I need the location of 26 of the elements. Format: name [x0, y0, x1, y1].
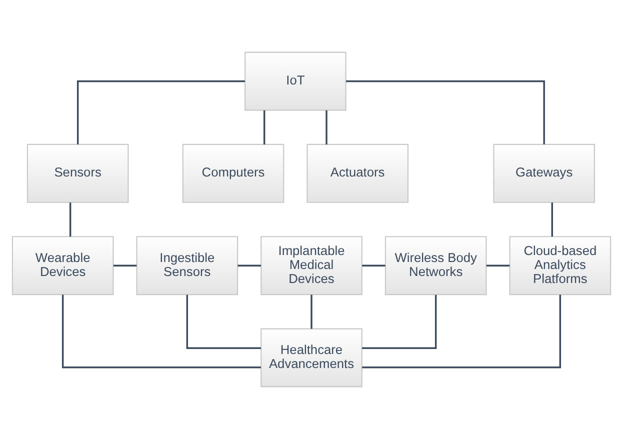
node-box: Actuators	[306, 144, 408, 203]
connector	[69, 202, 72, 237]
connector	[362, 294, 437, 349]
connector	[310, 294, 312, 329]
node-box: IoT	[244, 52, 346, 111]
connector	[113, 264, 137, 266]
node-box: Computers	[182, 144, 284, 203]
connector	[326, 110, 328, 144]
connector	[362, 264, 386, 266]
connector	[263, 110, 266, 144]
connector	[551, 202, 553, 237]
node-box: Implantable Medical Devices	[260, 236, 362, 296]
connector	[76, 80, 245, 144]
node-box: Wireless Body Networks	[384, 236, 487, 296]
connector	[362, 294, 562, 368]
node-box: Gateways	[493, 144, 595, 203]
node-box: Healthcare Advancements	[260, 328, 362, 388]
connector	[62, 294, 261, 368]
connector	[346, 80, 545, 144]
connector	[186, 294, 261, 349]
connector	[486, 264, 510, 266]
node-box: Wearable Devices	[12, 236, 114, 296]
node-box: Sensors	[26, 144, 129, 203]
node-box: Ingestible Sensors	[136, 236, 238, 296]
connector	[238, 264, 261, 266]
node-box: Cloud-based Analytics Platforms	[509, 236, 612, 296]
